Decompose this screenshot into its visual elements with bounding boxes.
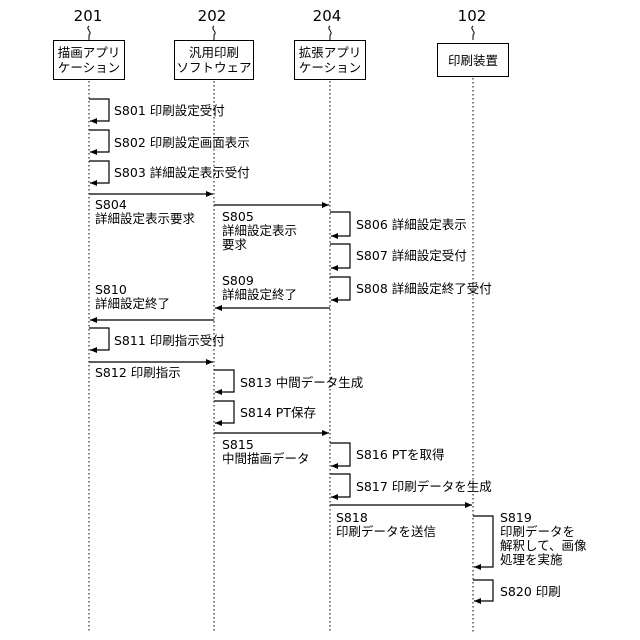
- step-label-s814: S814 PT保存: [240, 406, 316, 420]
- lifeline-number-201: 201: [58, 8, 118, 24]
- lifeline-box-printer: 印刷装置: [437, 43, 509, 77]
- self-arrow-s808: [330, 277, 350, 300]
- self-arrow-s806: [330, 212, 350, 236]
- self-arrow-s817: [330, 474, 350, 497]
- step-label-s801: S801 印刷設定受付: [114, 104, 225, 118]
- self-arrow-s803: [89, 161, 109, 183]
- step-label-s805: S805 詳細設定表示 要求: [222, 210, 297, 252]
- step-label-s820: S820 印刷: [500, 585, 561, 599]
- step-label-s818: S818 印刷データを送信: [336, 511, 436, 539]
- step-label-s807: S807 詳細設定受付: [356, 249, 467, 263]
- lifeline-box-drawing-app: 描画アプリ ケーション: [53, 40, 125, 80]
- self-arrow-s811: [89, 328, 109, 350]
- self-arrow-s816: [330, 443, 350, 466]
- self-arrow-s813: [214, 370, 234, 392]
- step-label-s811: S811 印刷指示受付: [114, 334, 225, 348]
- step-label-s804: S804 詳細設定表示要求: [95, 198, 195, 226]
- step-label-s813: S813 中間データ生成: [240, 376, 363, 390]
- lifeline-number-204: 204: [297, 8, 357, 24]
- lifeline-number-102: 102: [442, 8, 502, 24]
- step-label-s815: S815 中間描画データ: [222, 438, 310, 466]
- self-arrow-s820: [473, 580, 493, 601]
- leader-201: [88, 26, 90, 40]
- step-label-s812: S812 印刷指示: [95, 366, 181, 380]
- step-label-s806: S806 詳細設定表示: [356, 218, 467, 232]
- leader-204: [329, 26, 331, 40]
- self-arrow-s814: [214, 401, 234, 423]
- self-arrow-s807: [330, 244, 350, 268]
- step-label-s810: S810 詳細設定終了: [95, 283, 170, 311]
- self-arrow-s801: [89, 99, 109, 121]
- leader-202: [213, 26, 215, 40]
- step-label-s808: S808 詳細設定終了受付: [356, 282, 492, 296]
- step-label-s817: S817 印刷データを生成: [356, 480, 492, 494]
- step-label-s809: S809 詳細設定終了: [222, 274, 297, 302]
- step-label-s802: S802 印刷設定画面表示: [114, 136, 250, 150]
- step-label-s819: S819 印刷データを 解釈して、画像 処理を実施: [500, 511, 587, 567]
- step-label-s803: S803 詳細設定表示受付: [114, 166, 250, 180]
- step-label-s816: S816 PTを取得: [356, 448, 444, 462]
- leader-102: [472, 26, 474, 40]
- lifeline-box-extension-app: 拡張アプリ ケーション: [294, 40, 366, 80]
- self-arrow-s802: [89, 130, 109, 152]
- lifeline-number-202: 202: [182, 8, 242, 24]
- self-arrow-s819: [473, 516, 493, 567]
- lifeline-box-generic-print-software: 汎用印刷 ソフトウェア: [174, 40, 254, 80]
